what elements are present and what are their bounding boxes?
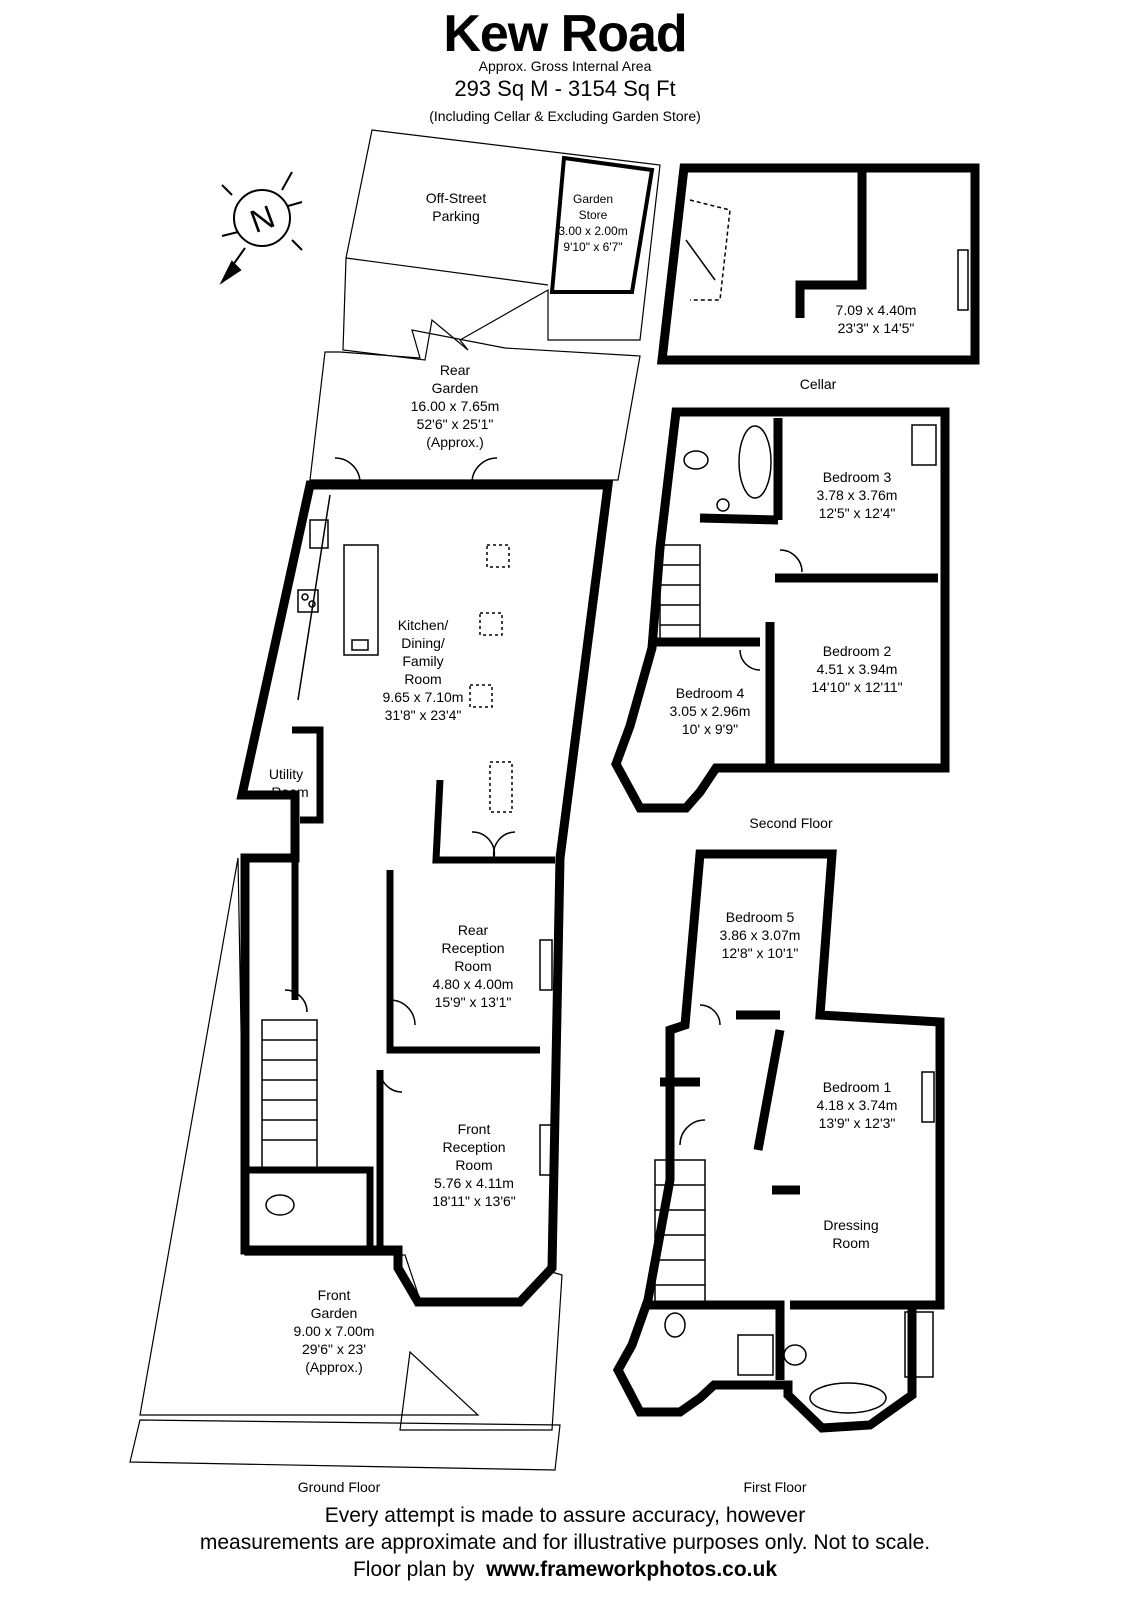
store-label-2: Store xyxy=(579,208,608,222)
first-floor-plan xyxy=(612,849,945,1433)
rear-garden-label-4: 52'6" x 25'1" xyxy=(417,416,494,432)
second-floor-plan xyxy=(611,407,950,813)
rear-reception-label-4: 4.80 x 4.00m xyxy=(433,976,514,992)
first-floor-outer-wall xyxy=(612,849,945,1433)
cellar-outer-wall xyxy=(656,163,980,365)
parking-label-2: Parking xyxy=(432,208,479,224)
bedroom5-label-2: 3.86 x 3.07m xyxy=(720,927,801,943)
bedroom4-label-2: 3.05 x 2.96m xyxy=(670,703,751,719)
bedroom2-label-2: 4.51 x 3.94m xyxy=(817,661,898,677)
parking-boundary xyxy=(342,129,661,361)
ground-floor-label: Ground Floor xyxy=(298,1479,381,1495)
bedroom3-label-3: 12'5" x 12'4" xyxy=(819,505,896,521)
bedroom1-label-2: 4.18 x 3.74m xyxy=(817,1097,898,1113)
bedroom1-label-1: Bedroom 1 xyxy=(823,1079,892,1095)
dressing-label-2: Room xyxy=(832,1235,869,1251)
area-note: (Including Cellar & Excluding Garden Sto… xyxy=(429,108,701,124)
rear-garden-boundary xyxy=(309,329,641,481)
area-caption: Approx. Gross Internal Area xyxy=(478,58,652,74)
house-outer-wall xyxy=(236,480,614,1307)
rear-garden-label-2: Garden xyxy=(432,380,479,396)
bedroom2-label-3: 14'10" x 12'11" xyxy=(811,679,902,695)
front-reception-label-1: Front xyxy=(458,1121,491,1137)
credit-line: Floor plan by www.frameworkphotos.co.uk xyxy=(0,1557,1130,1582)
bedroom5-label-1: Bedroom 5 xyxy=(726,909,795,925)
front-reception-label-4: 5.76 x 4.11m xyxy=(434,1175,514,1191)
credit-url[interactable]: www.frameworkphotos.co.uk xyxy=(486,1558,777,1581)
parking-label-1: Off-Street xyxy=(426,190,487,206)
store-label-1: Garden xyxy=(573,192,613,206)
dressing-label-1: Dressing xyxy=(823,1217,878,1233)
credit-prefix: Floor plan by xyxy=(352,1558,475,1581)
rear-garden-label-1: Rear xyxy=(440,362,471,378)
cellar-label-1: 7.09 x 4.40m xyxy=(836,302,917,318)
kitchen-label-2: Dining/ xyxy=(401,635,445,651)
store-label-3: 3.00 x 2.00m xyxy=(558,224,627,238)
bedroom1-label-3: 13'9" x 12'3" xyxy=(819,1115,896,1131)
garden-store-outline xyxy=(549,155,655,294)
front-garden-label-4: 29'6" x 23' xyxy=(302,1341,366,1357)
utility-label-2: Room xyxy=(271,784,308,800)
front-garden-label-2: Garden xyxy=(311,1305,358,1321)
kitchen-label-5: 9.65 x 7.10m xyxy=(383,689,464,705)
rear-reception-label-3: Room xyxy=(454,958,491,974)
compass-letter: N xyxy=(245,198,279,240)
utility-label-1: Utility xyxy=(269,766,303,782)
page-title: Kew Road xyxy=(443,5,687,63)
rear-reception-label-1: Rear xyxy=(458,922,489,938)
bedroom4-label-3: 10' x 9'9" xyxy=(682,721,738,737)
bedroom5-label-3: 12'8" x 10'1" xyxy=(722,945,799,961)
front-garden-label-5: (Approx.) xyxy=(305,1359,363,1375)
front-reception-label-2: Reception xyxy=(442,1139,505,1155)
kitchen-label-3: Family xyxy=(402,653,443,669)
gross-area: 293 Sq M - 3154 Sq Ft xyxy=(454,76,676,101)
rear-garden-label-5: (Approx.) xyxy=(426,434,484,450)
disclaimer-line-1: Every attempt is made to assure accuracy… xyxy=(324,1504,806,1527)
first-floor-label: First Floor xyxy=(744,1479,807,1495)
front-reception-label-5: 18'11" x 13'6" xyxy=(432,1193,516,1209)
bedroom2-label-1: Bedroom 2 xyxy=(823,643,892,659)
bedroom4-label-1: Bedroom 4 xyxy=(676,685,745,701)
cellar-plan xyxy=(656,163,980,365)
disclaimer-line-2: measurements are approximate and for ill… xyxy=(199,1531,931,1554)
rear-reception-label-5: 15'9" x 13'1" xyxy=(435,994,512,1010)
front-reception-label-3: Room xyxy=(455,1157,492,1173)
ground-floor-plan: N xyxy=(129,129,661,1471)
kitchen-label-6: 31'8" x 23'4" xyxy=(385,707,462,723)
rear-reception-label-2: Reception xyxy=(441,940,504,956)
compass-icon xyxy=(219,171,303,285)
bedroom3-label-1: Bedroom 3 xyxy=(823,469,892,485)
store-label-4: 9'10" x 6'7" xyxy=(563,240,622,254)
second-floor-label: Second Floor xyxy=(749,815,833,831)
front-garden-boundary xyxy=(139,857,563,1431)
cellar-label-2: 23'3" x 14'5" xyxy=(838,320,915,336)
cellar-floor-label: Cellar xyxy=(800,376,837,392)
front-garden-label-3: 9.00 x 7.00m xyxy=(294,1323,375,1339)
kitchen-label-1: Kitchen/ xyxy=(398,617,449,633)
rear-garden-label-3: 16.00 x 7.65m xyxy=(411,398,500,414)
bedroom3-label-2: 3.78 x 3.76m xyxy=(817,487,898,503)
second-floor-outer-wall xyxy=(611,407,950,813)
kitchen-label-4: Room xyxy=(404,671,441,687)
front-garden-label-1: Front xyxy=(318,1287,351,1303)
